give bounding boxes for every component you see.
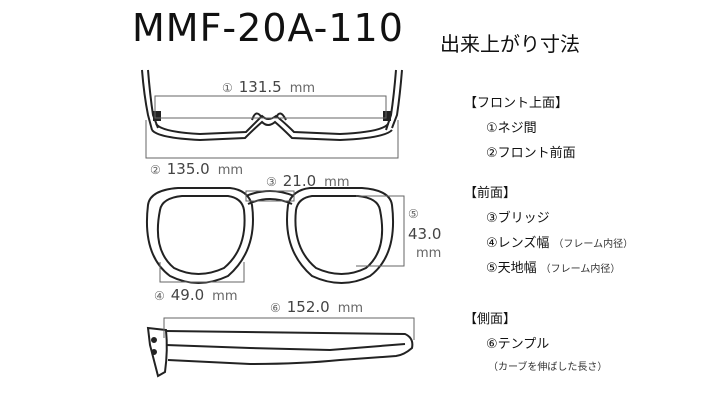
legend-side-heading: 【側面】 bbox=[464, 312, 517, 327]
legend-side-note: （カーブを伸ばした長さ） bbox=[488, 362, 608, 373]
legend-item-temple: ⑥テンプル bbox=[486, 337, 550, 352]
legend-item-lens-width: ④レンズ幅（フレーム内径） bbox=[486, 236, 634, 251]
front-view-frame bbox=[145, 187, 395, 284]
legend-item-screw-span: ①ネジ間 bbox=[486, 121, 537, 136]
legend-item-bridge: ③ブリッジ bbox=[486, 211, 550, 226]
legend-item-lens-height: ⑤天地幅（フレーム内径） bbox=[486, 261, 621, 276]
side-view-frame bbox=[146, 326, 414, 378]
legend-front-top: 【フロント上面】 ①ネジ間 ②フロント前面 bbox=[464, 92, 576, 161]
legend-front: 【前面】 ③ブリッジ ④レンズ幅（フレーム内径） ⑤天地幅（フレーム内径） bbox=[464, 182, 633, 276]
legend-front-heading: 【前面】 bbox=[464, 186, 517, 201]
legend-side: 【側面】 ⑥テンプル （カーブを伸ばした長さ） bbox=[464, 308, 607, 373]
dim-lines-side bbox=[163, 317, 415, 340]
page-title: MMF-20A-110 bbox=[132, 6, 404, 50]
page-subtitle: 出来上がり寸法 bbox=[440, 32, 580, 56]
legend-item-front-width: ②フロント前面 bbox=[486, 146, 576, 161]
dim-lines-front bbox=[159, 190, 405, 283]
legend-front-top-heading: 【フロント上面】 bbox=[464, 96, 569, 111]
dim-lines-top bbox=[145, 95, 399, 159]
top-view-frame bbox=[141, 69, 403, 142]
